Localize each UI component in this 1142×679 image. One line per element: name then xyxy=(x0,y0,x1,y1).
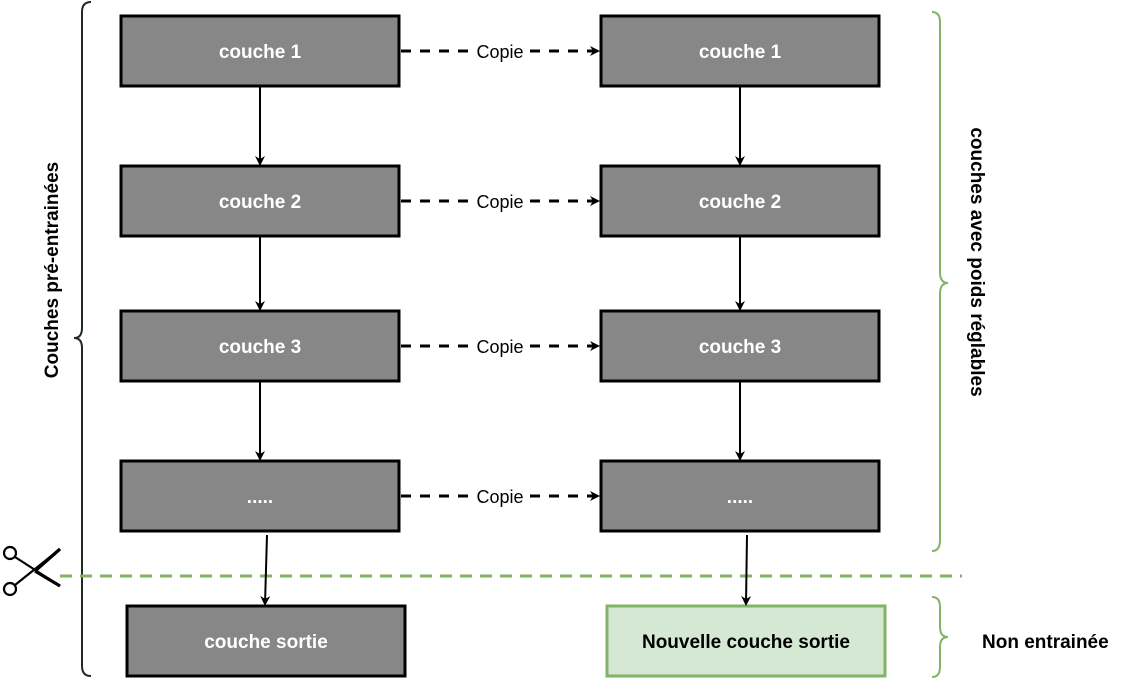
copy-label-1: Copie xyxy=(476,42,523,62)
right-layer-3-label: couche 3 xyxy=(699,337,781,358)
right-layer-2-label: couche 2 xyxy=(699,192,781,213)
copy-label-3: Copie xyxy=(476,337,523,357)
left-layer-2-label: couche 2 xyxy=(219,192,301,213)
untrained-label: Non entrainée xyxy=(982,632,1109,653)
right-layer-1 xyxy=(599,14,881,88)
right-layer-1-label: couche 1 xyxy=(699,42,782,63)
right-layer-2 xyxy=(599,164,881,238)
right-layer-more xyxy=(599,459,881,533)
left-layer-3-label: couche 3 xyxy=(219,337,301,358)
right-arrow-more-output xyxy=(741,534,752,606)
left-layer-3 xyxy=(119,309,401,383)
adjustable-brace xyxy=(931,11,949,552)
left-arrow-more-output xyxy=(260,534,271,606)
left-layer-more-label: ..... xyxy=(247,487,273,508)
left-layer-1 xyxy=(119,14,401,88)
left-output-layer xyxy=(125,604,407,678)
left-output-label: couche sortie xyxy=(204,632,328,653)
untrained-brace xyxy=(931,596,949,678)
adjustable-label: couches avec poids réglables xyxy=(966,127,987,396)
new-output-layer xyxy=(605,604,887,678)
left-layer-2 xyxy=(119,164,401,238)
copy-label-4: Copie xyxy=(476,487,523,507)
copy-label-2: Copie xyxy=(476,192,523,212)
pretrained-label: Couches pré-entrainées xyxy=(42,162,63,378)
new-output-label: Nouvelle couche sortie xyxy=(642,632,850,653)
left-layer-more xyxy=(119,459,401,533)
scissors-icon xyxy=(2,545,62,597)
right-layer-3 xyxy=(599,309,881,383)
pretrained-brace xyxy=(73,1,92,677)
left-layer-1-label: couche 1 xyxy=(219,42,302,63)
right-layer-more-label: ..... xyxy=(727,487,753,508)
